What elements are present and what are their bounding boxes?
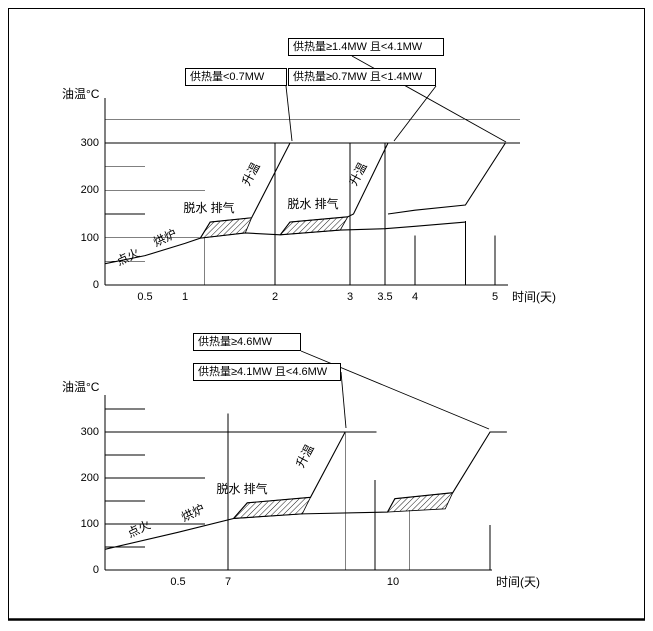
callout-leader-line — [285, 85, 293, 142]
callout-leader-line — [393, 85, 437, 142]
temperature-curve — [233, 431, 507, 520]
x-tick-label: 7 — [224, 576, 232, 588]
x-tick-label: 0.5 — [170, 576, 186, 588]
callout-heat-supply-1.4-4.1MW: 供热量≥1.4MW 且<4.1MW — [288, 38, 444, 56]
x-tick-label: 1 — [181, 291, 189, 303]
callout-heat-supply-0.7-1.4MW: 供热量≥0.7MW 且<1.4MW — [288, 68, 436, 86]
x-tick-label: 10 — [386, 576, 400, 588]
y-axis-label: 油温°C — [62, 87, 100, 101]
y-tick-label: 300 — [80, 137, 99, 149]
temperature-curve — [104, 431, 377, 550]
phase-label-dehydration-exhaust: 脱水 排气 — [183, 201, 235, 215]
x-axis-label: 时间(天) — [496, 575, 540, 589]
temperature-curve — [200, 221, 466, 239]
y-tick-label: 0 — [92, 564, 99, 576]
phase-label-dehydration-exhaust: 脱水 排气 — [287, 197, 339, 211]
x-tick-label: 4 — [411, 291, 419, 303]
y-tick-label: 200 — [80, 184, 99, 196]
y-tick-label: 100 — [80, 232, 99, 244]
callout-heat-supply-ge-4.6MW: 供热量≥4.6MW — [193, 333, 301, 351]
phase-label-dehydration-exhaust: 脱水 排气 — [216, 482, 268, 496]
y-tick-label: 100 — [80, 518, 99, 530]
x-tick-label: 3.5 — [377, 291, 393, 303]
y-tick-label: 300 — [80, 426, 99, 438]
temperature-curve — [387, 142, 513, 215]
x-tick-label: 2 — [271, 291, 279, 303]
temperature-curve — [279, 142, 395, 236]
temperature-curve — [104, 142, 298, 265]
y-tick-label: 200 — [80, 472, 99, 484]
x-tick-label: 0.5 — [137, 291, 153, 303]
callout-heat-supply-lt-0.7MW: 供热量<0.7MW — [185, 68, 287, 86]
y-axis-label: 油温°C — [62, 380, 100, 394]
y-tick-label: 0 — [92, 279, 99, 291]
x-tick-label: 3 — [346, 291, 354, 303]
x-axis-label: 时间(天) — [512, 290, 556, 304]
page-border — [8, 8, 645, 620]
x-tick-label: 5 — [491, 291, 499, 303]
callout-leader-line — [340, 371, 347, 429]
callout-heat-supply-4.1-4.6MW: 供热量≥4.1MW 且<4.6MW — [193, 363, 341, 381]
